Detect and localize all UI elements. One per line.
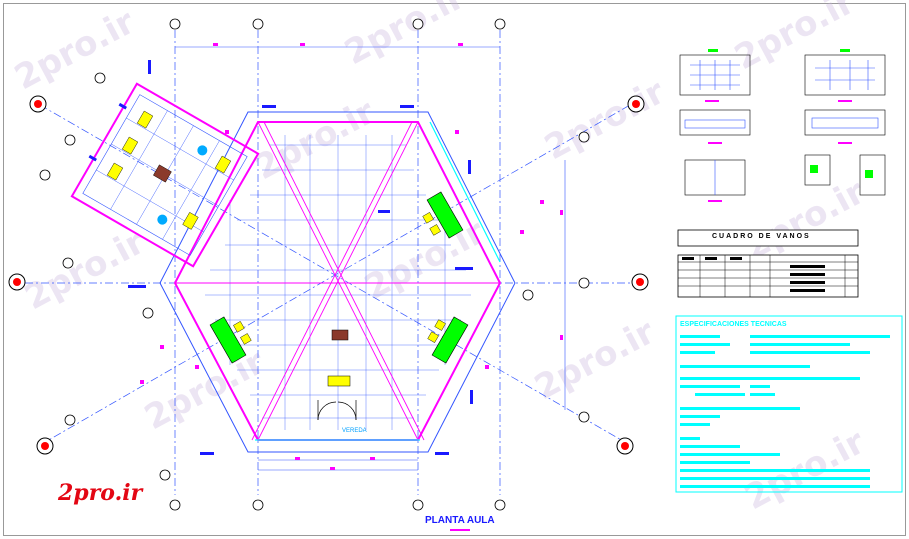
specifications-box <box>675 315 903 493</box>
classroom-fixtures <box>209 191 469 387</box>
roof-diagonals <box>175 121 500 441</box>
entrance-door <box>317 400 357 421</box>
dimension-ticks <box>213 43 563 470</box>
site-logo: 2pro.ir <box>58 480 143 506</box>
cyan-walkway <box>255 121 501 441</box>
section-markers <box>8 95 649 455</box>
restroom-block <box>70 82 260 268</box>
doors-table <box>677 229 859 298</box>
sheet-frame <box>3 3 906 536</box>
title-underline <box>450 529 470 531</box>
drawing-title: PLANTA AULA <box>425 515 495 526</box>
axis-bubbles <box>39 18 590 511</box>
doors-table-title: CUADRO DE VANOS <box>712 233 811 240</box>
detail-elevations <box>679 49 886 202</box>
window-markers <box>128 60 473 455</box>
path-label: VEREDA <box>342 428 367 434</box>
dimension-lines <box>175 46 566 471</box>
wall-ticks <box>140 130 544 384</box>
specs-title: ESPECIFICACIONES TECNICAS <box>680 321 787 328</box>
axis-lines <box>25 30 640 495</box>
